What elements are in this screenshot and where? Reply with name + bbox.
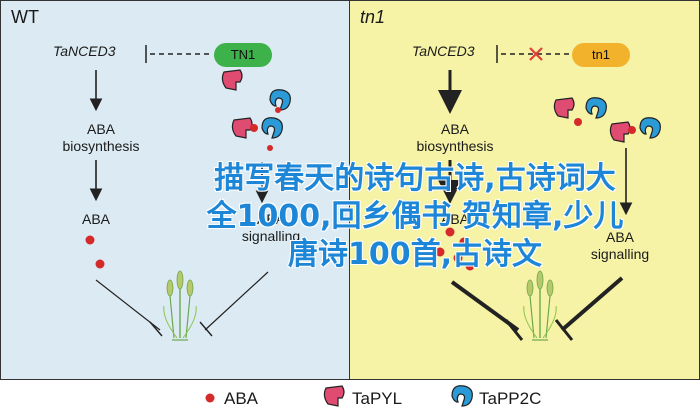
panel-tn1: tn1 TaNCED3 tn1 ABA biosynthesis ABA ABA… <box>349 0 700 380</box>
inhibition-line-signalling-tn1 <box>560 276 624 332</box>
legend-pyl-icon <box>323 385 345 407</box>
pp2c-phosphatase-icon <box>585 97 607 119</box>
wheat-plant-icon <box>163 270 197 341</box>
aba-molecule-icon <box>95 259 105 269</box>
aba-biosynthesis-label-tn1: ABA biosynthesis <box>416 121 494 154</box>
pp2c-phosphatase-icon <box>639 117 661 139</box>
pyl-receptor-icon <box>231 117 253 139</box>
aba-biosynthesis-label-wt: ABA biosynthesis <box>62 121 140 154</box>
legend-icons <box>205 385 473 407</box>
gene-label-wt: TaNCED3 <box>53 43 116 59</box>
aba-signalling-label-tn1: ABA signalling <box>590 229 650 262</box>
inhibition-line-aba-wt <box>95 279 161 331</box>
pyl-receptor-icon <box>221 69 243 91</box>
cross-icon <box>529 47 543 61</box>
aba-molecule-icon <box>465 261 475 271</box>
gene-label-tn1: TaNCED3 <box>412 43 475 59</box>
aba-molecule-icon <box>267 145 273 151</box>
legend-aba-label: ABA <box>224 389 259 408</box>
legend-pp2c-label: TaPP2C <box>479 389 542 408</box>
wheat-plant-icon <box>523 270 557 341</box>
aba-molecule-icon <box>250 124 258 132</box>
watermark-text: 描写春天的诗句古诗,古诗词大全1000,回乡偶书 贺知章,少儿唐诗100首,古诗… <box>206 161 624 272</box>
tn1-mutant-protein: tn1 <box>572 43 630 67</box>
aba-label-wt: ABA <box>81 211 110 227</box>
tn1-protein-wt: TN1 <box>214 43 272 67</box>
pp2c-phosphatase-icon <box>269 89 291 111</box>
legend-pyl-label: TaPYL <box>352 389 403 408</box>
aba-molecule-icon <box>275 107 281 113</box>
tn1-graphics <box>435 45 661 341</box>
aba-molecule-icon <box>459 237 469 247</box>
aba-molecule-icon <box>435 247 445 257</box>
aba-label-tn1: ABA <box>440 211 469 227</box>
wt-graphics <box>85 45 291 341</box>
inhibition-line-signalling-wt <box>204 271 269 331</box>
panel-title-tn1: tn1 <box>360 7 386 27</box>
aba-molecule-icon <box>453 253 463 263</box>
legend-aba-icon <box>205 393 215 403</box>
panel-title-wt: WT <box>11 7 39 27</box>
panel-wt: WT TaNCED3 TN1 ABA biosynthesis ABA ABA … <box>0 0 350 380</box>
pyl-receptor-icon <box>609 121 631 143</box>
legend-pp2c-icon <box>451 385 473 407</box>
pp2c-phosphatase-icon <box>261 117 283 139</box>
pyl-receptor-icon <box>553 97 575 119</box>
aba-molecule-icon <box>85 235 95 245</box>
aba-molecule-icon <box>445 227 455 237</box>
aba-signalling-label-wt: ABA signalling <box>241 211 301 244</box>
aba-molecule-icon <box>574 118 582 126</box>
aba-molecule-icon <box>628 126 636 134</box>
